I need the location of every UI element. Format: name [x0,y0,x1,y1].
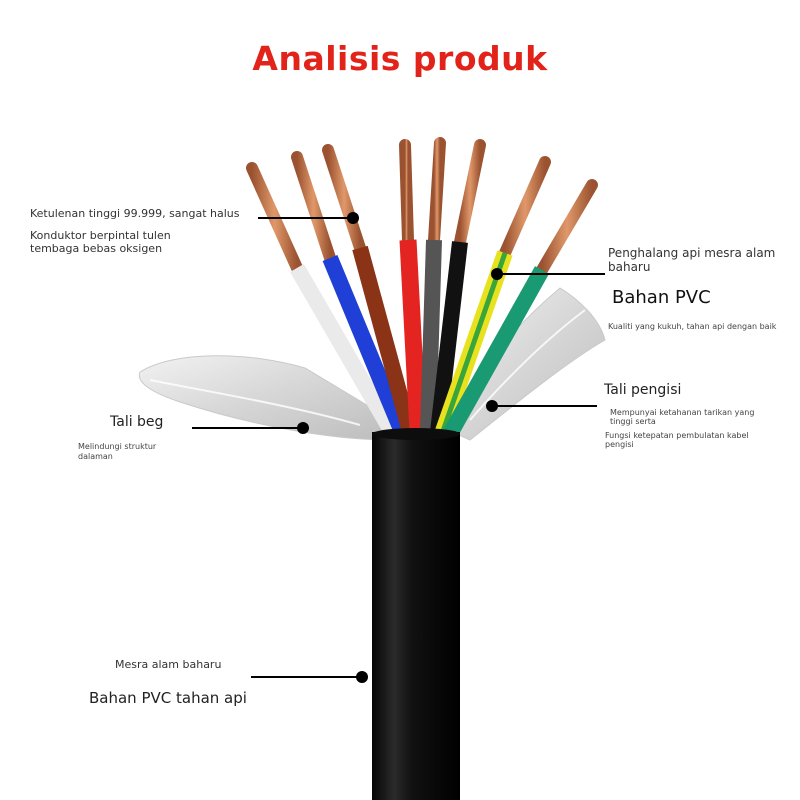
filler-note-line-1: Mempunyai ketahanan tarikan yang [610,408,755,417]
conductor-desc-line-1: Konduktor berpintal tulen [30,229,171,242]
jacket-heading: Bahan PVC tahan api [89,689,247,707]
outer-jacket [372,428,460,800]
insulation-heading: Bahan PVC [612,287,711,308]
wrap-note-line-2: dalaman [78,452,113,461]
copper-strands [246,137,598,276]
jacket-eco-text: Mesra alam baharu [115,658,222,671]
wrap-heading: Tali beg [110,414,164,430]
wrapping-tape-left [138,355,393,441]
filler-heading: Tali pengisi [604,382,682,398]
insulation-fire-barrier-line-2: baharu [608,260,651,274]
conductor-purity-text: Ketulenan tinggi 99.999, sangat halus [30,207,240,220]
insulation-fire-barrier-line-1: Penghalang api mesra alam [608,246,776,260]
filler-note-line-3: Fungsi ketepatan pembulatan kabel [605,431,749,440]
filler-note-line-2: tinggi serta [610,417,656,426]
filler-note-line-4: pengisi [605,440,634,449]
wrap-note-line-1: Melindungi struktur [78,442,157,451]
callout-lines [192,212,605,683]
page-title: Analisis produk [252,39,548,78]
conductor-desc-line-2: tembaga bebas oksigen [30,242,163,255]
insulated-wires [290,239,549,438]
insulation-note: Kualiti yang kukuh, tahan api dengan bai… [608,322,777,331]
